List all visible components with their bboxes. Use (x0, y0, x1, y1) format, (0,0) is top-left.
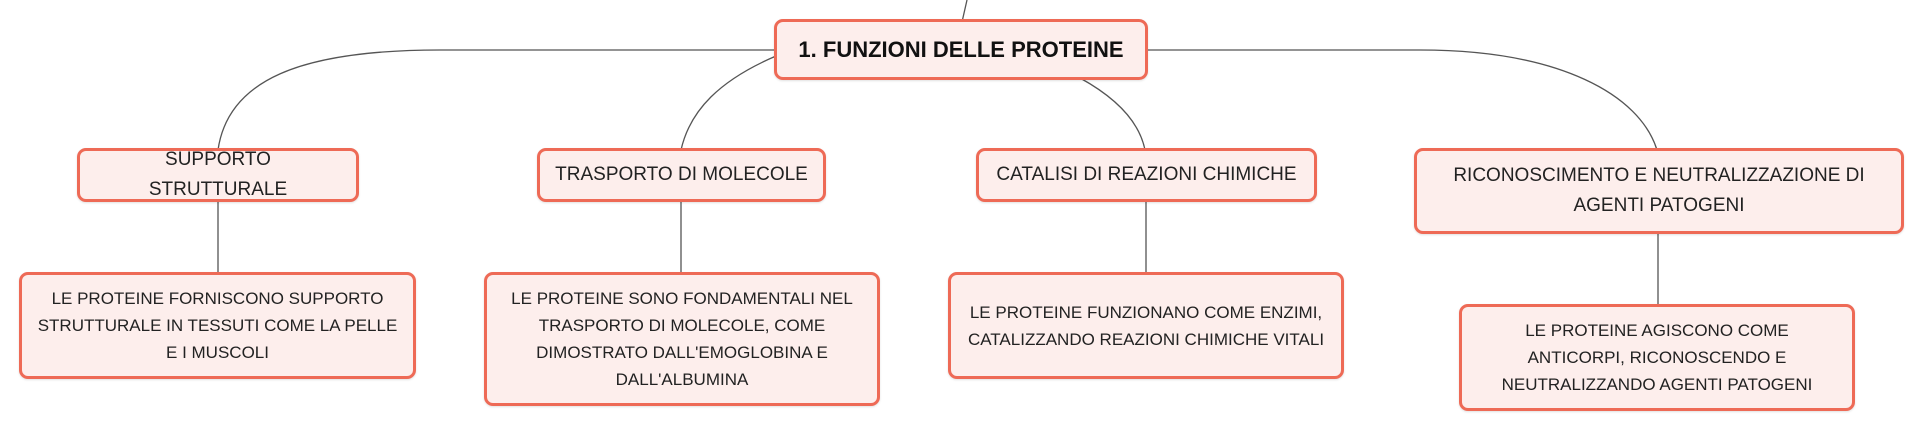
detail-text: LE PROTEINE AGISCONO COME ANTICORPI, RIC… (1501, 321, 1813, 394)
topic-label: TRASPORTO DI MOLECOLE (555, 164, 808, 185)
detail-node-riconoscimento[interactable]: LE PROTEINE AGISCONO COME ANTICORPI, RIC… (1459, 304, 1855, 411)
topic-node-supporto-strutturale[interactable]: SUPPORTO STRUTTURALE (77, 148, 359, 202)
connector-root-topic-4 (1146, 49, 1658, 151)
root-label: 1. FUNZIONI DELLE PROTEINE (798, 36, 1124, 62)
topic-label: SUPPORTO STRUTTURALE (148, 149, 288, 200)
connector-root-topic-3 (1079, 77, 1146, 151)
connector-root-topic-2 (680, 55, 777, 151)
detail-text: LE PROTEINE FUNZIONANO COME ENZIMI, CATA… (967, 302, 1325, 349)
connector-root-topic-1 (217, 49, 776, 151)
root-node[interactable]: 1. FUNZIONI DELLE PROTEINE (774, 19, 1148, 80)
detail-text: LE PROTEINE SONO FONDAMENTALI NEL TRASPO… (511, 289, 853, 389)
connector-root-parent (961, 0, 968, 23)
detail-text: LE PROTEINE FORNISCONO SUPPORTO STRUTTUR… (37, 289, 398, 362)
detail-node-supporto-strutturale[interactable]: LE PROTEINE FORNISCONO SUPPORTO STRUTTUR… (19, 272, 416, 379)
topic-label: RICONOSCIMENTO E NEUTRALIZZAZIONE DI AGE… (1453, 165, 1865, 216)
topic-label: CATALISI DI REAZIONI CHIMICHE (996, 164, 1297, 185)
detail-node-catalisi[interactable]: LE PROTEINE FUNZIONANO COME ENZIMI, CATA… (948, 272, 1344, 379)
topic-node-riconoscimento[interactable]: RICONOSCIMENTO E NEUTRALIZZAZIONE DI AGE… (1414, 148, 1904, 234)
topic-node-catalisi[interactable]: CATALISI DI REAZIONI CHIMICHE (976, 148, 1317, 202)
topic-node-trasporto-di-molecole[interactable]: TRASPORTO DI MOLECOLE (537, 148, 826, 202)
detail-node-trasporto-di-molecole[interactable]: LE PROTEINE SONO FONDAMENTALI NEL TRASPO… (484, 272, 880, 406)
